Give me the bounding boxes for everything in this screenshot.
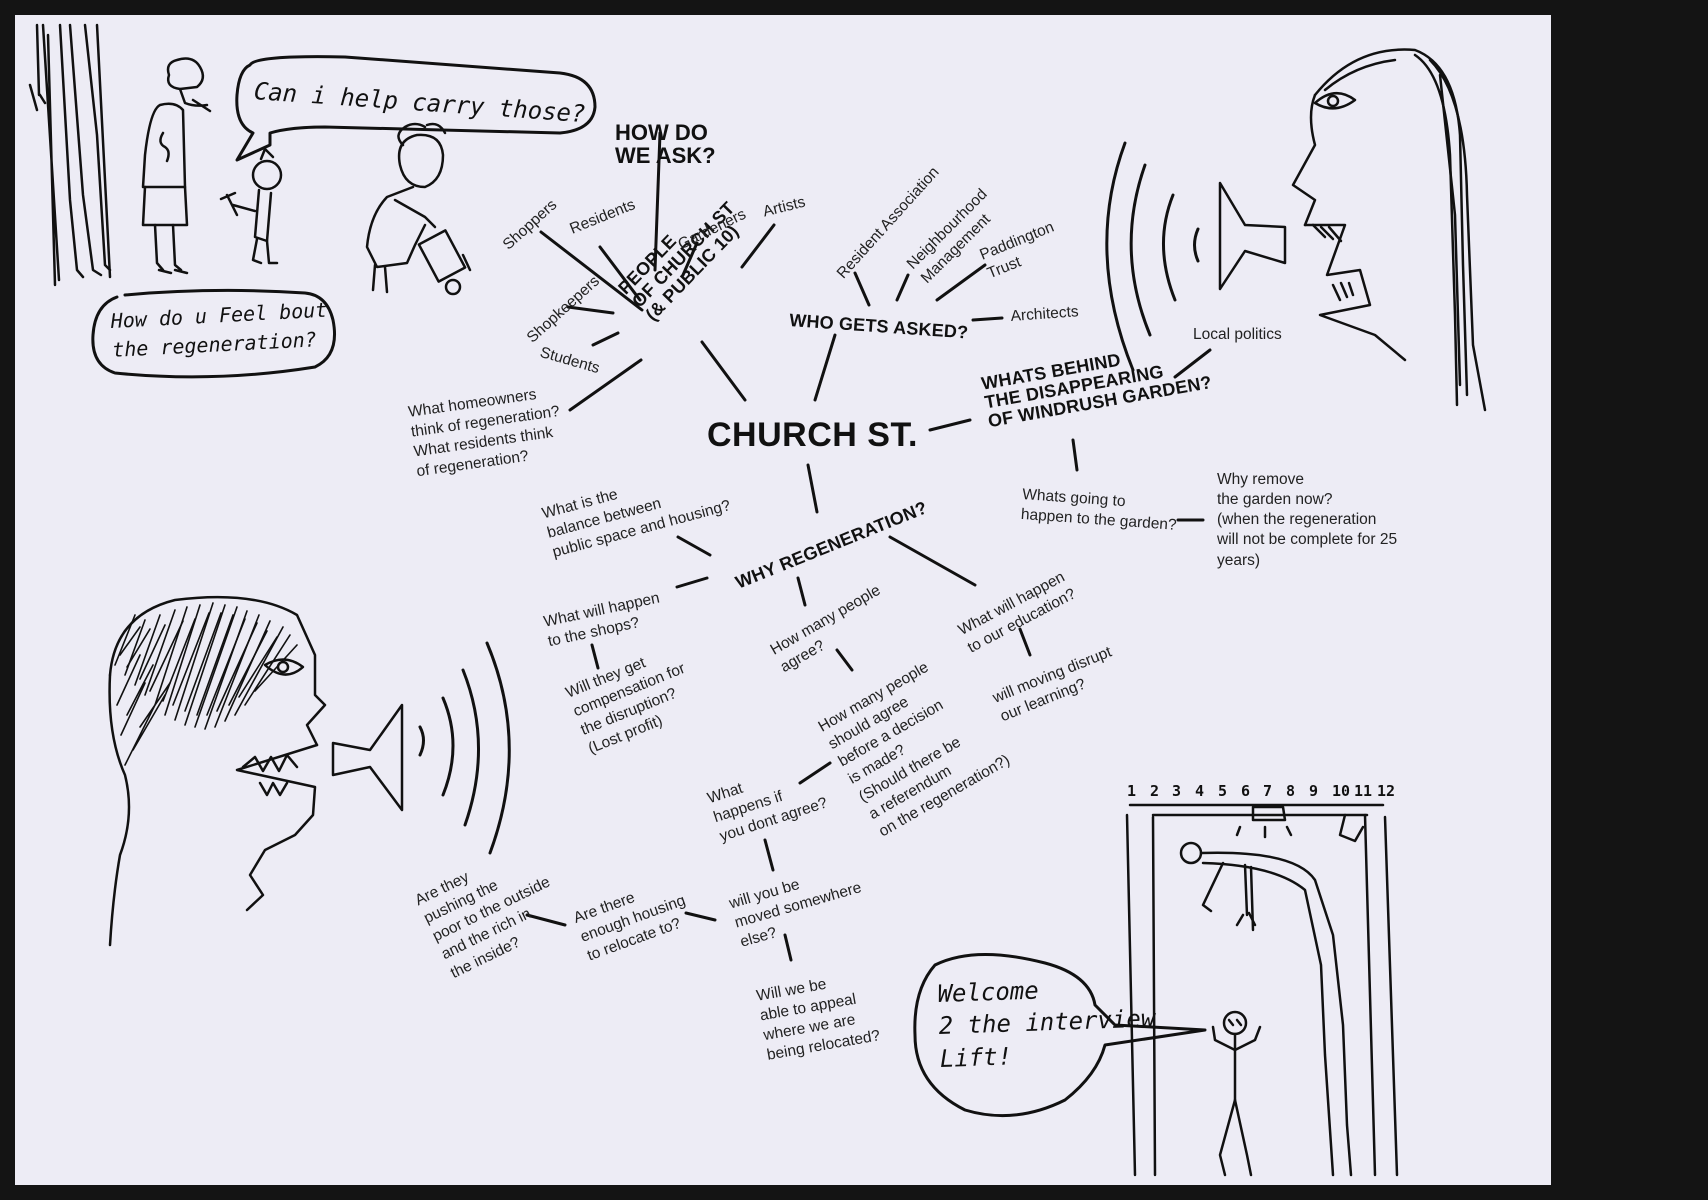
lift-floor-number: 5 [1218,782,1228,800]
man-with-suitcase-doodle [365,122,472,296]
speech-welcome-text: Welcome 2 the interview Lift! [937,976,1156,1073]
lift-floor-number: 12 [1377,782,1396,800]
label-local-politics: Local politics [1193,326,1282,343]
doodle-layer [28,23,1487,1177]
lift-floor-number: 11 [1354,782,1373,800]
connector-lines [525,131,1212,962]
lift-floor-number: 1 [1127,782,1137,800]
megaphone-right [1218,181,1287,291]
lift-floor-number: 10 [1332,782,1351,800]
woman-figure-doodle [141,57,212,275]
lift-doodle [1125,803,1399,1177]
lift-floor-number: 8 [1286,782,1296,800]
center-node: CHURCH ST. [707,416,918,454]
right-face-doodle [1291,48,1487,412]
left-face-doodle [108,595,327,947]
lift-floor-number: 6 [1241,782,1251,800]
lift-floor-number: 7 [1263,782,1273,800]
label-why-remove: Why remove the garden now? (when the reg… [1217,471,1398,569]
tree-doodle [28,23,112,287]
sound-waves-left [418,641,511,855]
child-figure-doodle [219,147,283,265]
lift-floor-number: 4 [1195,782,1205,800]
speech-bubble-feel [91,288,336,379]
speech-bubble-carry [235,55,597,162]
lift-floor-number: 3 [1172,782,1182,800]
mind-map-board: CHURCH ST. PEOPLE OF CHURCH ST (& PUBLIC… [15,15,1551,1185]
left-face-hair [114,602,298,766]
lift-floor-number: 2 [1150,782,1160,800]
sound-waves-right [1105,141,1200,372]
lift-floor-number: 9 [1309,782,1319,800]
how-ask-title: HOW DO WE ASK? [615,120,716,169]
speech-feel-text: How do u Feel bout the regeneration? [110,297,328,362]
megaphone-left [331,703,404,812]
stick-figure-doodle [1211,1010,1262,1177]
speech-bubble-welcome [913,952,1207,1118]
